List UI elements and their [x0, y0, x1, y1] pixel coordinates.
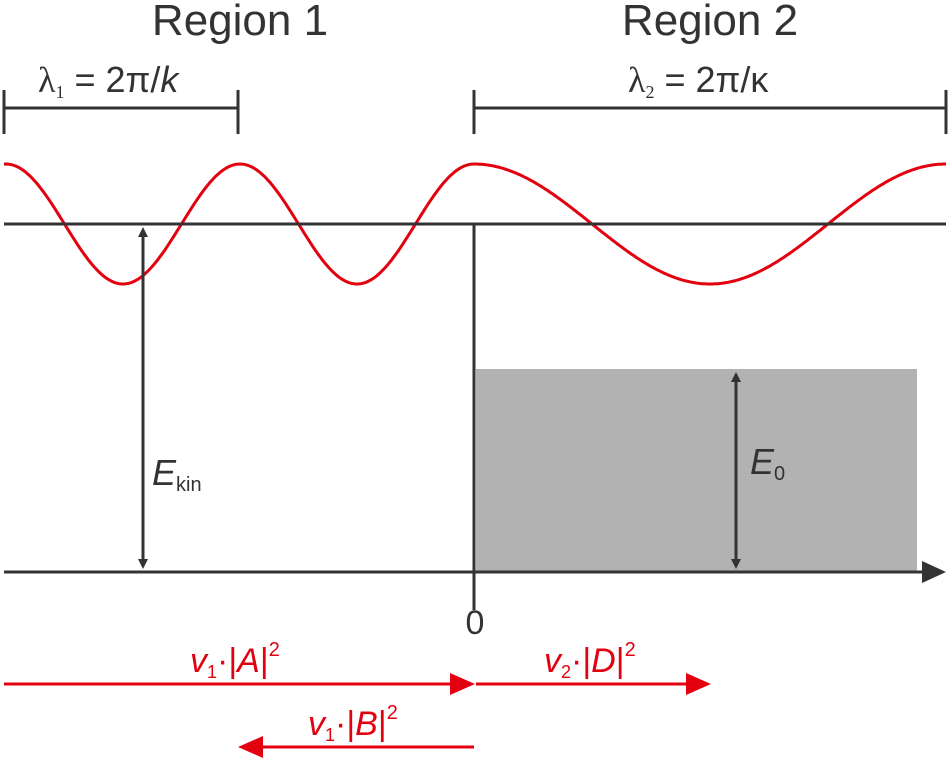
- reflected-close: |: [378, 705, 387, 743]
- incident-flux-arrow: [4, 673, 475, 695]
- lambda-1-variable: k: [160, 59, 180, 100]
- wavelength-2-bracket: [472, 90, 948, 134]
- barrier-energy-label: E0: [750, 441, 785, 485]
- incident-close: |: [260, 642, 269, 680]
- lambda-1-subscript: 1: [55, 82, 64, 102]
- reflected-flux-arrow: [238, 736, 474, 758]
- x-axis-arrowhead: [922, 561, 946, 583]
- transmitted-close: |: [616, 642, 625, 680]
- reflected-velocity: v: [308, 705, 327, 743]
- incident-flux-label: v1·|A|2: [190, 639, 280, 682]
- lambda-1-symbol: λ: [38, 60, 56, 100]
- reflected-amplitude: B: [355, 705, 378, 743]
- incident-power: 2: [269, 639, 280, 661]
- reflected-flux-label: v1·|B|2: [308, 702, 398, 745]
- potential-barrier: [476, 369, 917, 572]
- kinetic-energy-symbol: E: [152, 452, 177, 493]
- kinetic-energy-subscript: kin: [176, 474, 202, 496]
- transmitted-velocity-subscript: 2: [561, 662, 571, 682]
- transmitted-flux-arrow: [476, 673, 711, 695]
- lambda-1-equals: = 2π/: [64, 59, 160, 100]
- incident-amplitude: A: [235, 642, 260, 680]
- transmitted-amplitude: D: [591, 642, 616, 680]
- wavelength-1-bracket: [2, 90, 240, 134]
- incident-velocity: v: [190, 642, 209, 680]
- region-1-label: Region 1: [152, 0, 328, 45]
- wavelength-1-label: λ1 = 2π/k: [38, 59, 180, 102]
- transmitted-dot: ·|: [571, 642, 591, 680]
- reflected-dot: ·|: [335, 705, 355, 743]
- kinetic-energy-label: Ekin: [152, 452, 202, 496]
- reflected-velocity-subscript: 1: [325, 725, 335, 745]
- transmitted-flux-label: v2·|D|2: [544, 639, 636, 682]
- region-2-label: Region 2: [622, 0, 798, 45]
- lambda-2-symbol: λ: [628, 60, 646, 100]
- wavelength-2-label: λ2 = 2π/κ: [628, 59, 769, 102]
- incident-dot: ·|: [217, 642, 237, 680]
- incident-velocity-subscript: 1: [207, 662, 217, 682]
- barrier-energy-subscript: 0: [774, 463, 785, 485]
- transmitted-power: 2: [625, 639, 636, 661]
- lambda-2-subscript: 2: [645, 82, 654, 102]
- reflected-power: 2: [387, 702, 398, 724]
- origin-label: 0: [466, 604, 485, 642]
- lambda-2-equals: = 2π/κ: [654, 59, 769, 100]
- wave-function-curve: [3, 162, 946, 286]
- barrier-energy-symbol: E: [750, 441, 775, 482]
- transmitted-velocity: v: [544, 642, 563, 680]
